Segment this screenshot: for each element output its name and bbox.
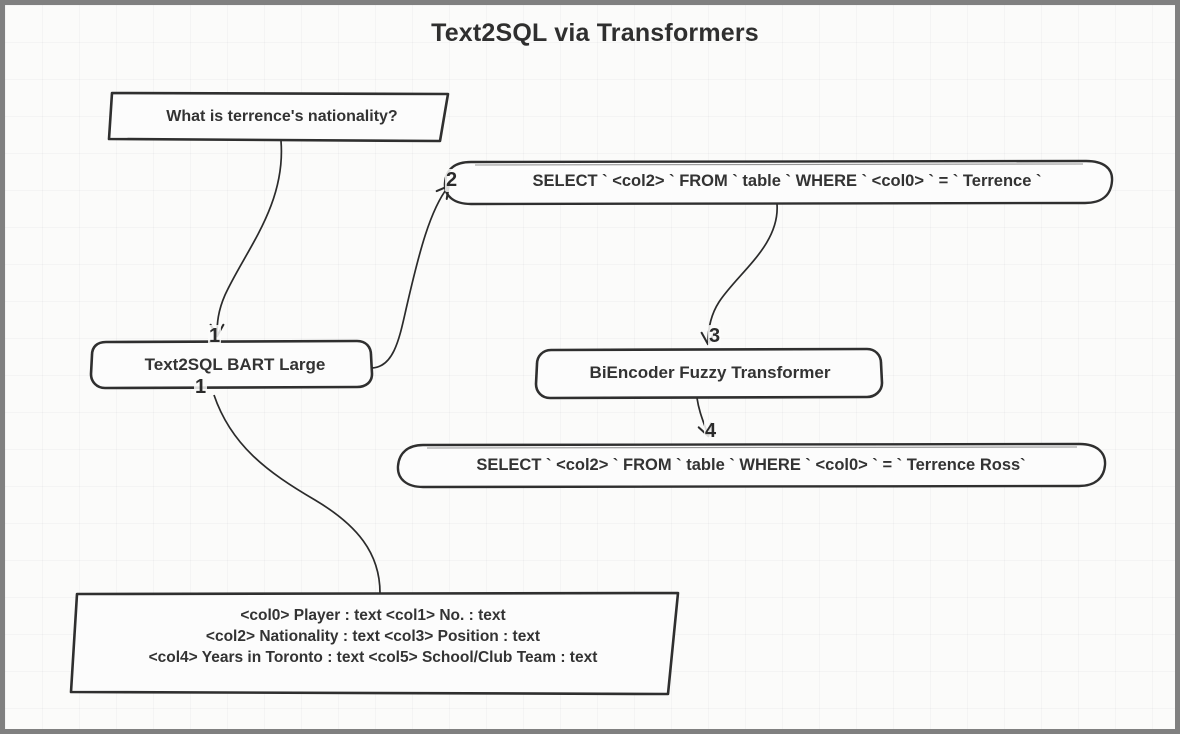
node-question-shape[interactable] — [107, 91, 450, 143]
edge-schema-to-bart — [213, 394, 381, 594]
node-sql2-shape[interactable] — [396, 442, 1107, 489]
edge-bart-to-sql1 — [371, 184, 450, 369]
diagram-graphics — [69, 91, 1114, 696]
edge-sql1-to-biencoder — [700, 203, 778, 346]
edge-question-to-bart — [209, 140, 283, 338]
node-schema-shape[interactable] — [69, 591, 680, 696]
node-sql1-shape[interactable] — [443, 159, 1114, 206]
edge-biencoder-to-sql2 — [696, 397, 712, 438]
page-title: Text2SQL via Transformers — [431, 19, 759, 47]
node-bart-shape[interactable] — [89, 339, 374, 390]
node-biencoder-shape[interactable] — [534, 347, 884, 400]
